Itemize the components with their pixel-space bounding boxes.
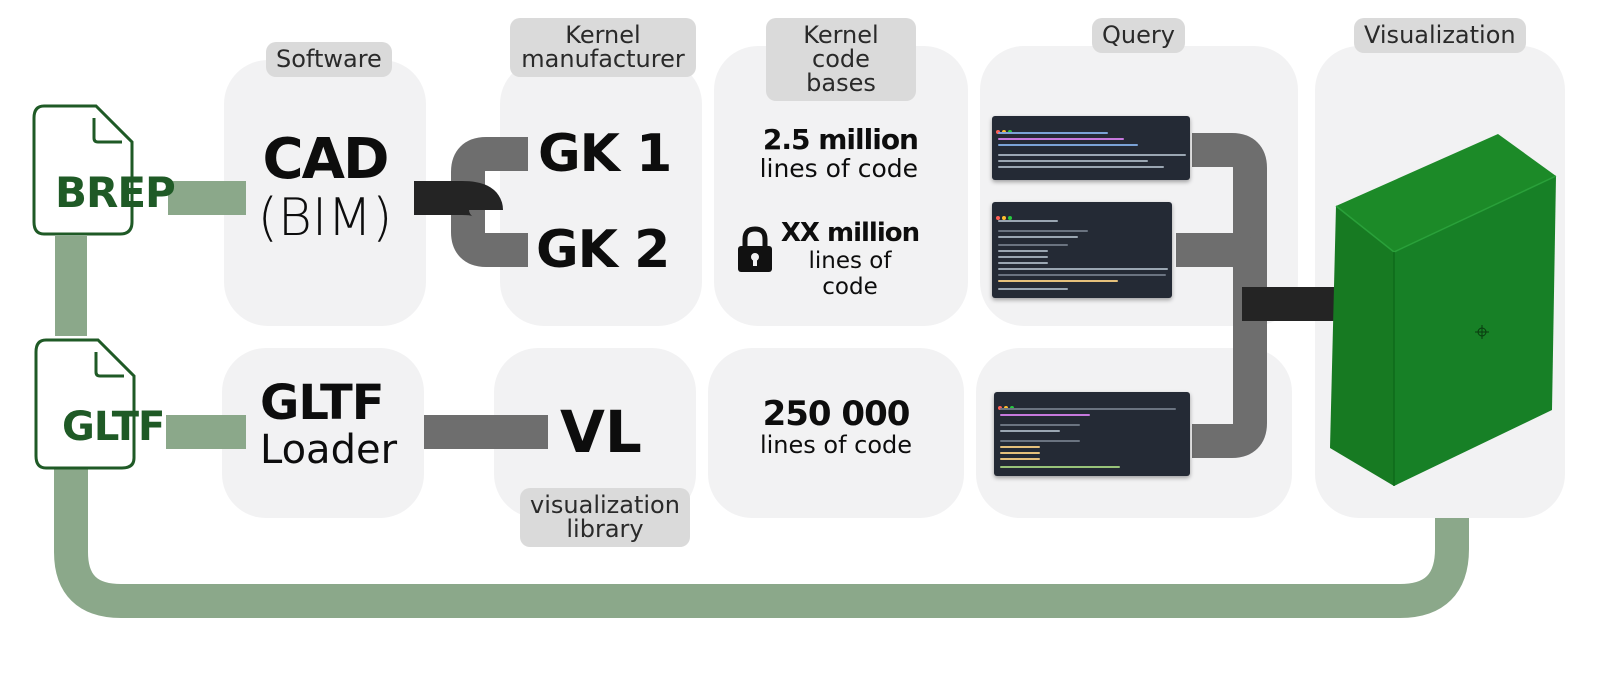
software-gltf-title: GLTF — [260, 375, 385, 431]
codebase-3: 250 000 lines of code — [708, 396, 964, 458]
code-line — [998, 138, 1124, 140]
panel-kernel-top — [500, 60, 702, 326]
code-line — [998, 132, 1108, 134]
tag-visualization-library-text: visualization library — [530, 491, 680, 543]
cad-to-gk2-pipe — [451, 198, 528, 267]
cad-to-gk1-pipe — [451, 137, 528, 198]
code-line — [998, 160, 1148, 162]
codebase-1-count: 2.5 million — [762, 123, 919, 156]
tag-kernel-manufacturer: Kernel manufacturer — [510, 18, 696, 77]
software-cad: CAD (BIM) — [224, 127, 426, 248]
codebase-2-unit: lines of code — [808, 248, 892, 300]
code-line — [1000, 430, 1060, 432]
codebase-1: 2.5 million lines of code — [714, 123, 919, 183]
code-line — [1000, 452, 1040, 454]
code-line — [1000, 414, 1090, 416]
panel-software-top — [224, 60, 426, 326]
codebase-3-unit: lines of code — [759, 431, 913, 459]
box-side-face — [1394, 176, 1556, 486]
tag-query: Query — [1092, 18, 1185, 53]
window-controls — [996, 205, 1014, 220]
code-line — [998, 256, 1048, 258]
window-controls — [996, 119, 1014, 134]
code-line — [998, 220, 1058, 222]
tag-kernel-manufacturer-text: Kernel manufacturer — [521, 21, 685, 73]
panel-software-bottom — [222, 348, 424, 518]
codebase-3-count: 250 000 — [762, 394, 911, 434]
query-code-window-1 — [992, 116, 1190, 180]
lock-icon — [738, 226, 772, 272]
box-top-face — [1336, 134, 1556, 252]
code-line — [998, 280, 1118, 282]
green-box-3d — [1330, 134, 1557, 486]
brep-file-icon — [32, 104, 134, 236]
code-line — [998, 154, 1186, 156]
codebase-1-unit: lines of code — [759, 154, 918, 183]
code-line — [998, 262, 1048, 264]
code-line — [998, 244, 1068, 246]
query-bottom-pipe — [1192, 300, 1267, 458]
tag-visualization-library: visualization library — [520, 488, 690, 547]
query-top-pipe — [1192, 133, 1267, 330]
crosshair-icon — [1475, 325, 1489, 339]
tag-kernel-code-bases-text: Kernel code bases — [803, 21, 879, 97]
kernel-gk1: GK 1 — [538, 124, 672, 184]
code-line — [998, 230, 1088, 232]
gltf-file-label: GLTF — [62, 404, 165, 450]
query-code-window-3 — [994, 392, 1190, 476]
code-line — [998, 144, 1138, 146]
codebase-2-count: XX million — [780, 218, 920, 248]
cad-stub-pipe — [414, 181, 503, 217]
query-code-window-2 — [992, 202, 1172, 298]
tag-kernel-code-bases: Kernel code bases — [766, 18, 916, 101]
software-gltf-subtitle: Loader — [260, 427, 398, 473]
software-cad-subtitle: (BIM) — [257, 188, 393, 248]
code-line — [998, 250, 1048, 252]
gltf-file-icon — [34, 338, 136, 470]
library-vl: VL — [560, 398, 642, 466]
tag-visualization: Visualization — [1354, 18, 1526, 53]
code-line — [998, 236, 1078, 238]
code-line — [1000, 424, 1080, 426]
loop-pipe — [54, 460, 1469, 618]
code-line — [1000, 466, 1120, 468]
code-line — [1000, 440, 1080, 442]
panel-codebase-bottom — [708, 348, 964, 518]
kernel-gk2: GK 2 — [536, 220, 670, 280]
tag-software: Software — [266, 42, 392, 77]
box-front-face — [1330, 206, 1394, 486]
software-cad-title: CAD — [262, 127, 390, 192]
software-gltf-loader: GLTF Loader — [260, 378, 397, 472]
code-line — [998, 274, 1166, 276]
code-line — [1000, 458, 1040, 460]
query-mid-pipe — [1176, 233, 1267, 300]
code-line — [998, 268, 1168, 270]
window-controls — [998, 395, 1016, 410]
brep-file-label: BREP — [55, 168, 176, 217]
code-line — [1000, 408, 1176, 410]
code-line — [998, 166, 1164, 168]
codebase-2: XX million lines of code — [780, 218, 920, 300]
code-line — [1000, 446, 1040, 448]
code-line — [998, 288, 1068, 290]
